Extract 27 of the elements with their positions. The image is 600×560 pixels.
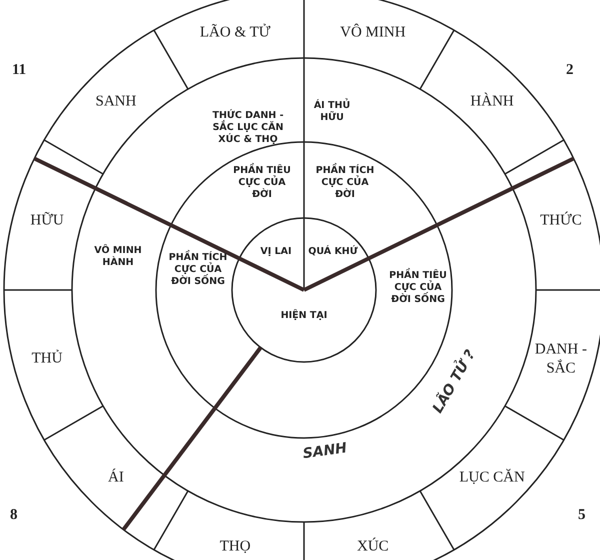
segment-label: VỊ LAI [254, 246, 298, 258]
segment-label: THỦ [7, 349, 88, 368]
segment-label: PHẦN TÍCH CỰC CỦA ĐỜI SỐNG [163, 252, 233, 288]
segment-label: THỨC [520, 212, 600, 231]
segment-label: DANH - SẮC [520, 340, 600, 378]
segment-label: SANH [76, 92, 156, 112]
segment-label: HIỆN TẠI [269, 310, 339, 322]
segment-label: ÁI [76, 468, 156, 488]
segment-label: XÚC [332, 538, 413, 556]
segment-label: LÃO & TỬ [195, 24, 276, 42]
segment-label: VÔ MINH HÀNH [83, 245, 153, 269]
segment-label: THỌ [195, 538, 276, 556]
segment-label: HÀNH [452, 92, 532, 112]
segment-label: PHẦN TÍCH CỰC CỦA ĐỜI [310, 165, 380, 201]
segment-label: PHẦN TIÊU CỰC CỦA ĐỜI SỐNG [389, 270, 447, 306]
segment-label: HỮU [7, 212, 88, 231]
segment-label: ÁI THỦ HỮU [312, 100, 352, 124]
segment-label: PHẦN TIÊU CỰC CỦA ĐỜI [227, 165, 297, 201]
handwritten-note: SANH [284, 438, 366, 466]
segment-label: THỨC DANH - SẮC LỤC CĂN XÚC & THỌ [202, 110, 294, 146]
corner-number: 11 [12, 62, 26, 79]
segment-label: QUÁ KHỨ [308, 246, 358, 258]
corner-number: 5 [578, 507, 586, 524]
segment-label: VÔ MINH [332, 24, 413, 42]
corner-number: 2 [566, 62, 574, 79]
corner-number: 8 [10, 507, 18, 524]
segment-label: LỤC CĂN [452, 468, 532, 488]
